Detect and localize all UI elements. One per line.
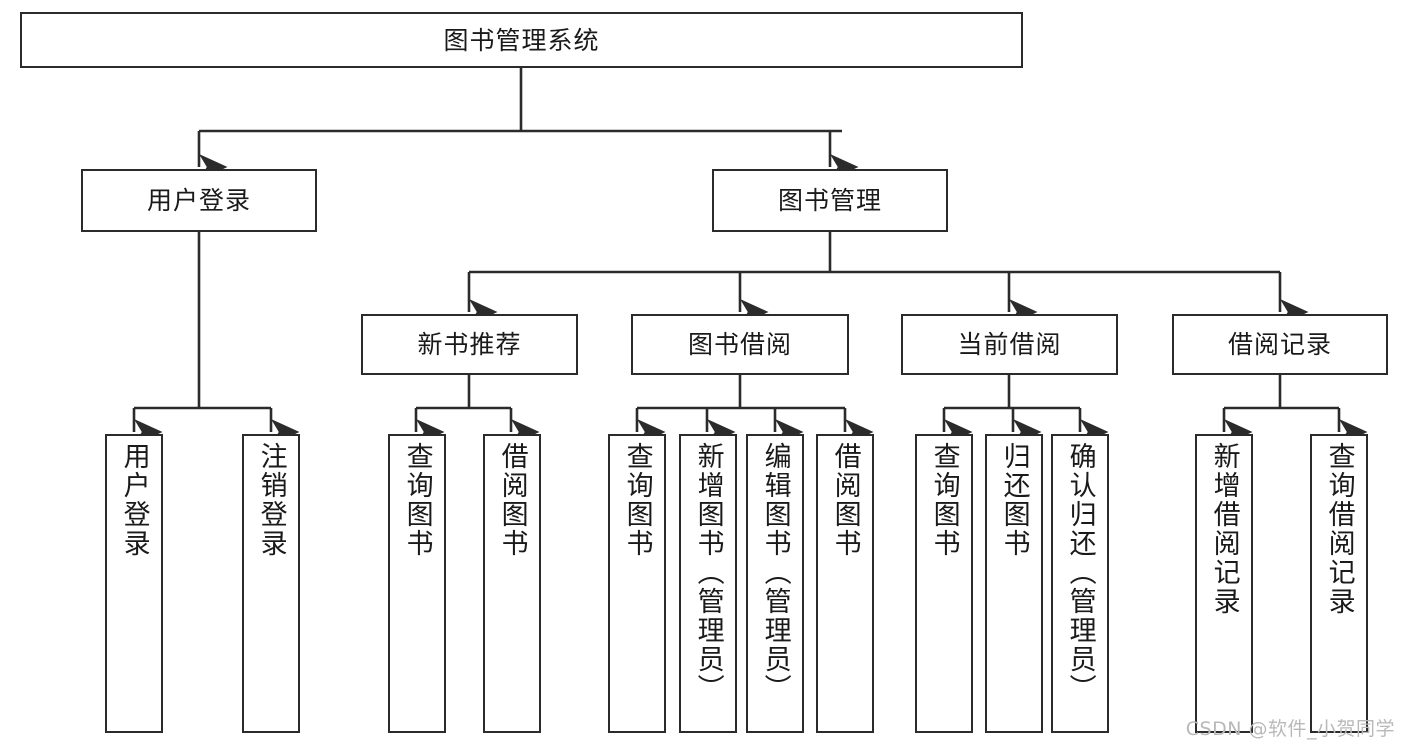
leaf-return-book-label: 归还图书 (998, 442, 1030, 558)
leaf-add-book-admin-label: 新增图书（管理员） (692, 442, 724, 703)
node-root-label: 图书管理系统 (443, 25, 600, 55)
leaf-edit-book-admin[interactable]: 编辑图书（管理员） (746, 434, 804, 733)
leaf-query-book-b-label: 查询图书 (621, 442, 653, 558)
leaf-logout[interactable]: 注销登录 (242, 434, 300, 733)
watermark-text: CSDN @软件_小贺同学 (1185, 718, 1395, 740)
node-borrow-record[interactable]: 借阅记录 (1172, 314, 1388, 375)
leaf-user-login[interactable]: 用户登录 (105, 434, 163, 733)
leaf-query-book-a[interactable]: 查询图书 (388, 434, 446, 733)
leaf-confirm-return-admin[interactable]: 确认归还（管理员） (1051, 434, 1109, 733)
node-root[interactable]: 图书管理系统 (20, 12, 1023, 68)
leaf-confirm-return-admin-label: 确认归还（管理员） (1064, 442, 1096, 703)
leaf-query-borrow-record[interactable]: 查询借阅记录 (1310, 434, 1368, 733)
node-current-borrow[interactable]: 当前借阅 (901, 314, 1118, 375)
leaf-return-book[interactable]: 归还图书 (985, 434, 1043, 733)
leaf-add-borrow-record-label: 新增借阅记录 (1208, 442, 1240, 616)
leaf-borrow-book-a-label: 借阅图书 (496, 442, 528, 558)
node-current-borrow-label: 当前借阅 (957, 330, 1062, 359)
leaf-borrow-book-b[interactable]: 借阅图书 (816, 434, 874, 733)
node-borrow-record-label: 借阅记录 (1227, 330, 1332, 359)
node-new-book-recommend[interactable]: 新书推荐 (361, 314, 578, 375)
leaf-query-book-c-label: 查询图书 (928, 442, 960, 558)
leaf-borrow-book-a[interactable]: 借阅图书 (483, 434, 541, 733)
node-new-book-recommend-label: 新书推荐 (417, 330, 522, 359)
node-book-management[interactable]: 图书管理 (712, 169, 948, 232)
leaf-borrow-book-b-label: 借阅图书 (829, 442, 861, 558)
node-book-management-label: 图书管理 (777, 186, 882, 215)
leaf-query-book-c[interactable]: 查询图书 (915, 434, 973, 733)
leaf-add-borrow-record[interactable]: 新增借阅记录 (1195, 434, 1253, 733)
leaf-user-login-label: 用户登录 (118, 442, 150, 558)
leaf-query-book-a-label: 查询图书 (401, 442, 433, 558)
leaf-logout-label: 注销登录 (255, 442, 287, 558)
leaf-query-book-b[interactable]: 查询图书 (608, 434, 666, 733)
leaf-query-borrow-record-label: 查询借阅记录 (1323, 442, 1355, 616)
node-user-login[interactable]: 用户登录 (81, 169, 317, 232)
leaf-add-book-admin[interactable]: 新增图书（管理员） (679, 434, 737, 733)
node-book-borrow-label: 图书借阅 (687, 330, 792, 359)
node-book-borrow[interactable]: 图书借阅 (631, 314, 849, 375)
leaf-edit-book-admin-label: 编辑图书（管理员） (759, 442, 791, 703)
node-user-login-label: 用户登录 (146, 186, 251, 215)
